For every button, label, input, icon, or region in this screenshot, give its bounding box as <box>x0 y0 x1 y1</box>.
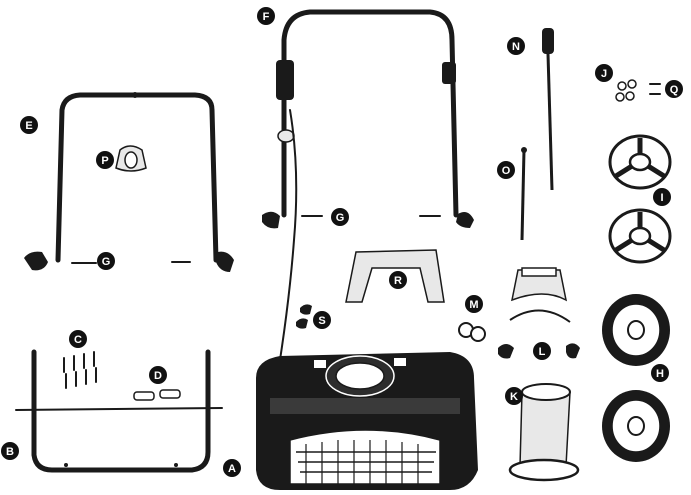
label-g2: G <box>331 208 349 226</box>
label-m: M <box>465 295 483 313</box>
part-j-washers <box>616 80 636 101</box>
label-q: Q <box>665 80 683 98</box>
part-q-pins <box>650 84 660 94</box>
part-d-plates <box>134 390 180 400</box>
label-letter: E <box>25 120 32 132</box>
part-n-crank <box>542 28 554 190</box>
label-letter: N <box>512 41 520 53</box>
part-m-washers <box>459 323 485 341</box>
label-o: O <box>497 161 515 179</box>
part-h-wheel-1 <box>602 294 670 366</box>
part-a-housing <box>256 352 478 490</box>
label-h: H <box>651 364 669 382</box>
label-c: C <box>69 330 87 348</box>
part-p-cable-guide <box>116 146 146 171</box>
label-s: S <box>313 311 331 329</box>
label-p: P <box>96 151 114 169</box>
part-i-hub-cap-2 <box>610 210 670 262</box>
part-c-bolts <box>64 352 96 388</box>
label-letter: S <box>318 315 325 327</box>
part-b-lower-handle <box>16 352 222 470</box>
label-r: R <box>389 271 407 289</box>
label-letter: G <box>102 256 111 268</box>
label-letter: B <box>6 446 14 458</box>
label-d: D <box>149 366 167 384</box>
label-letter: P <box>101 155 108 167</box>
label-i: I <box>653 188 671 206</box>
label-letter: F <box>263 11 270 23</box>
part-h-wheel-2 <box>602 390 670 462</box>
label-letter: K <box>510 391 518 403</box>
label-f: F <box>257 7 275 25</box>
label-letter: Q <box>670 84 679 96</box>
part-chute-deflector <box>510 268 570 322</box>
label-letter: D <box>154 370 162 382</box>
label-g1: G <box>97 252 115 270</box>
label-e: E <box>20 116 38 134</box>
label-letter: J <box>601 68 607 80</box>
label-n: N <box>507 37 525 55</box>
label-letter: I <box>660 192 663 204</box>
label-a: A <box>223 459 241 477</box>
label-letter: G <box>336 212 345 224</box>
part-i-hub-cap-1 <box>610 136 670 188</box>
label-letter: A <box>228 463 236 475</box>
part-s-clips <box>296 304 312 328</box>
label-l: L <box>533 342 551 360</box>
part-o-rod <box>521 147 527 240</box>
label-letter: R <box>394 275 402 287</box>
label-k: K <box>505 387 523 405</box>
label-letter: L <box>539 346 546 358</box>
label-j: J <box>595 64 613 82</box>
label-letter: O <box>502 165 511 177</box>
part-e-upper-handle <box>24 92 234 272</box>
label-letter: H <box>656 368 664 380</box>
label-letter: M <box>469 299 478 311</box>
label-letter: C <box>74 334 82 346</box>
label-b: B <box>1 442 19 460</box>
